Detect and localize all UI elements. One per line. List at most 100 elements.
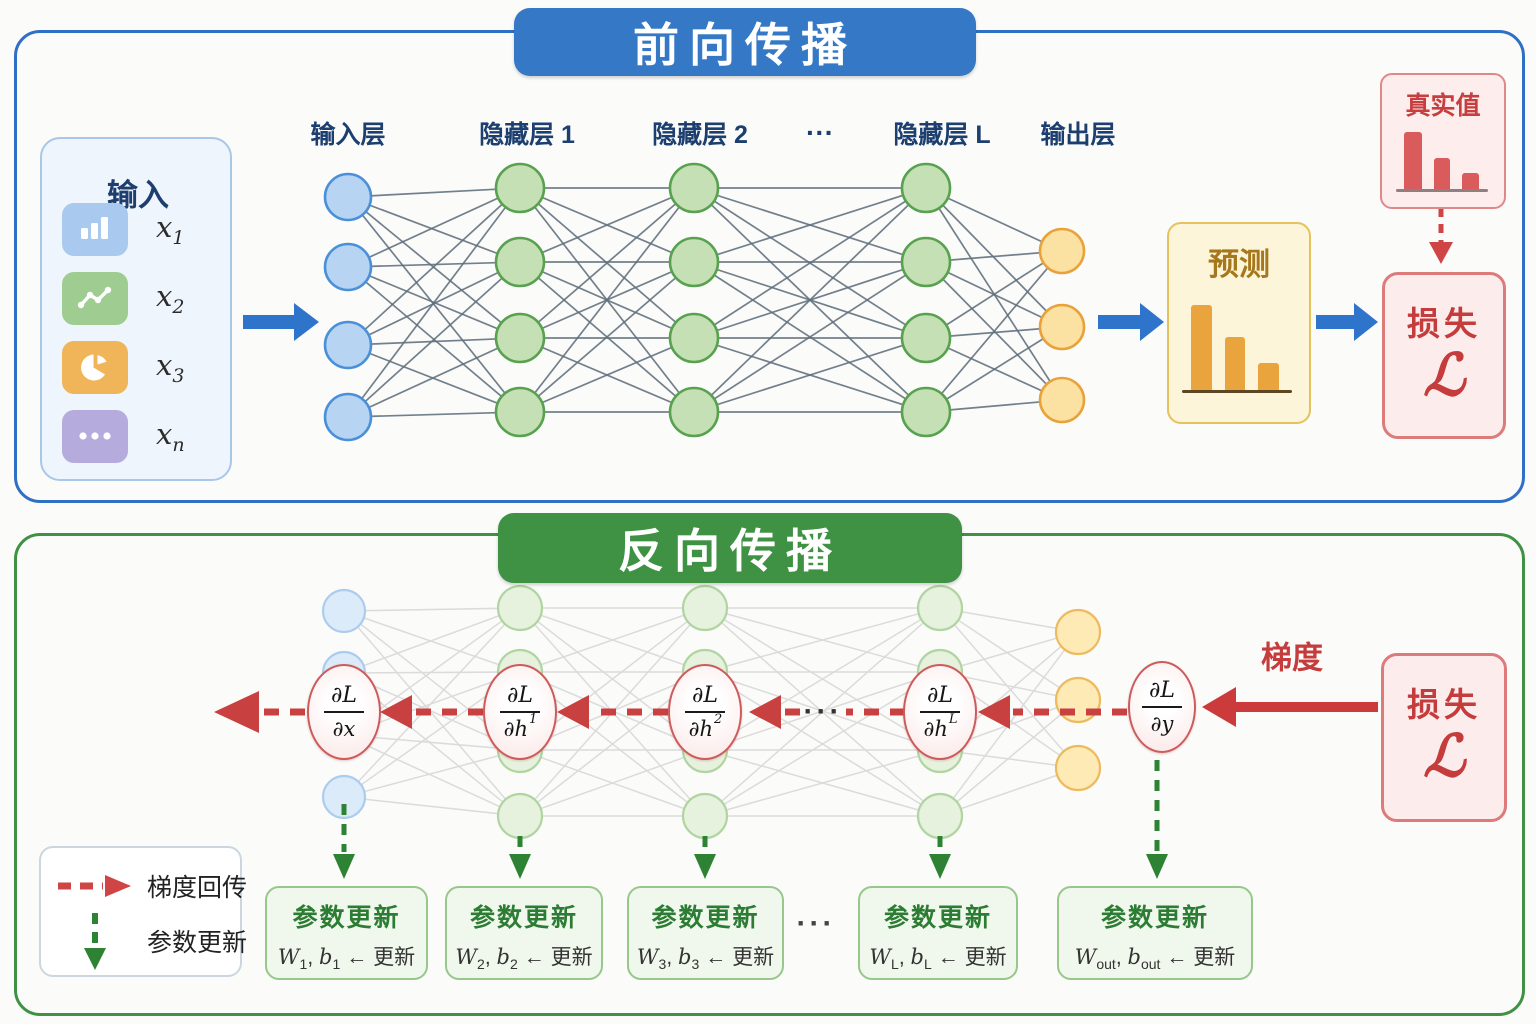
network-edge bbox=[343, 671, 521, 674]
network-edge bbox=[343, 607, 521, 798]
network-edge bbox=[343, 607, 521, 612]
network-edge bbox=[347, 196, 521, 263]
network-edge bbox=[343, 749, 521, 798]
update-formula: Wout, bout← 更新 bbox=[1074, 945, 1236, 973]
network-edge bbox=[693, 337, 927, 413]
prediction-title: 预测 bbox=[1208, 247, 1270, 282]
update-formula: W3, b3← 更新 bbox=[636, 945, 775, 973]
legend-box: 梯度回传 参数更新 bbox=[39, 846, 247, 977]
loss-title: 损失 bbox=[1407, 305, 1481, 342]
network-edge bbox=[347, 337, 521, 346]
network-edge bbox=[347, 187, 521, 198]
loss-title: 损失 bbox=[1407, 686, 1481, 723]
grad-node-dl-dh2: ∂L ∂h2 bbox=[668, 664, 742, 760]
label-hidden-layer-L: 隐藏层 L bbox=[893, 121, 991, 149]
forward-network bbox=[323, 162, 1086, 442]
backward-title-badge: 反向传播 bbox=[498, 513, 962, 583]
hidden-node bbox=[900, 162, 952, 214]
input-node bbox=[321, 774, 367, 820]
param-update-arrows bbox=[333, 760, 1168, 879]
network-edge bbox=[925, 187, 1063, 328]
legend-item-gradient: 梯度回传 bbox=[55, 868, 247, 904]
label-output-layer: 输出层 bbox=[1040, 121, 1116, 149]
update-box-out: 参数更新 Wout, bout← 更新 bbox=[1057, 886, 1253, 980]
input-item-x2: x2 bbox=[62, 271, 212, 325]
grad-node-dl-dy: ∂L ∂y bbox=[1128, 661, 1196, 753]
output-node bbox=[1038, 227, 1086, 275]
hidden-node bbox=[900, 236, 952, 288]
input-node bbox=[323, 242, 373, 292]
label-hidden-layer-2: 隐藏层 2 bbox=[652, 121, 748, 149]
loss-symbol: ℒ bbox=[1423, 722, 1465, 790]
prediction-bar-chart bbox=[1169, 224, 1309, 422]
network-edge bbox=[343, 610, 521, 673]
input-arrow bbox=[243, 303, 319, 341]
hidden-node bbox=[681, 584, 729, 632]
network-edge bbox=[939, 607, 1079, 633]
gradient-backprop-chain bbox=[214, 691, 1127, 733]
update-boxes-dots: ··· bbox=[796, 907, 836, 940]
hidden-node bbox=[900, 312, 952, 364]
update-box-1: 参数更新 W1, b1← 更新 bbox=[265, 886, 428, 980]
network-edge bbox=[693, 187, 927, 413]
prediction-to-loss-arrow bbox=[1316, 303, 1378, 341]
network-edge bbox=[925, 326, 1063, 413]
forward-title-badge: 前向传播 bbox=[514, 8, 976, 76]
grad-node-dl-dh1: ∂L ∂h1 bbox=[483, 664, 557, 760]
forward-loss-box: 损失 ℒ bbox=[1382, 272, 1506, 439]
network-edge bbox=[347, 261, 521, 418]
network-edge bbox=[347, 411, 521, 418]
network-edge bbox=[939, 631, 1079, 673]
update-box-L: 参数更新 WL, bL← 更新 bbox=[858, 886, 1018, 980]
hidden-node bbox=[494, 162, 546, 214]
label-hidden-dots: ··· bbox=[806, 117, 834, 148]
network-edge bbox=[939, 749, 1079, 769]
network-edge bbox=[347, 261, 521, 268]
network-edge bbox=[347, 196, 521, 413]
forward-title: 前向传播 bbox=[633, 19, 857, 71]
grad-node-dl-dx: ∂L ∂x bbox=[307, 664, 381, 760]
line-chart-icon bbox=[62, 271, 128, 325]
input-node bbox=[323, 172, 373, 222]
output-to-prediction-arrow bbox=[1098, 303, 1164, 341]
network-edge bbox=[519, 187, 695, 413]
input-node bbox=[323, 320, 373, 370]
hidden-node bbox=[668, 162, 720, 214]
input-item-x3: x3 bbox=[62, 340, 212, 394]
network-edge bbox=[704, 749, 941, 817]
hidden-node bbox=[668, 386, 720, 438]
gradient-label: 梯度 bbox=[1261, 640, 1323, 676]
prediction-box: 预测 bbox=[1167, 222, 1311, 424]
network-edge bbox=[343, 796, 521, 817]
input-var-label: x1 bbox=[156, 209, 185, 249]
output-node bbox=[1054, 608, 1102, 656]
network-edge bbox=[519, 749, 706, 817]
network-edge bbox=[925, 250, 1063, 413]
network-edge bbox=[343, 610, 521, 817]
bar-chart-icon bbox=[62, 202, 128, 256]
truth-box: 真实值 bbox=[1380, 73, 1506, 209]
label-input-layer: 输入层 bbox=[310, 121, 386, 149]
network-edge bbox=[519, 261, 695, 413]
input-var-label: x3 bbox=[156, 347, 185, 387]
network-edge bbox=[693, 187, 927, 263]
loss-to-gradient-arrow bbox=[1202, 687, 1378, 727]
update-box-2: 参数更新 W2, b2← 更新 bbox=[445, 886, 603, 980]
output-node bbox=[1038, 376, 1086, 424]
network-edge bbox=[704, 607, 941, 673]
input-var-label: xn bbox=[156, 416, 185, 456]
input-item-xn: xn bbox=[62, 409, 212, 463]
network-edge bbox=[343, 607, 521, 674]
output-node bbox=[1054, 744, 1102, 792]
network-edge bbox=[704, 671, 941, 817]
update-formula: WL, bL← 更新 bbox=[869, 945, 1007, 973]
hidden-node bbox=[681, 792, 729, 840]
grad-node-dl-dhL: ∂L ∂hL bbox=[903, 664, 977, 760]
hidden-node bbox=[900, 386, 952, 438]
network-edge bbox=[693, 261, 927, 413]
update-formula: W1, b1← 更新 bbox=[277, 945, 416, 973]
network-edge bbox=[925, 250, 1063, 339]
input-item-x1: x1 bbox=[62, 202, 212, 256]
